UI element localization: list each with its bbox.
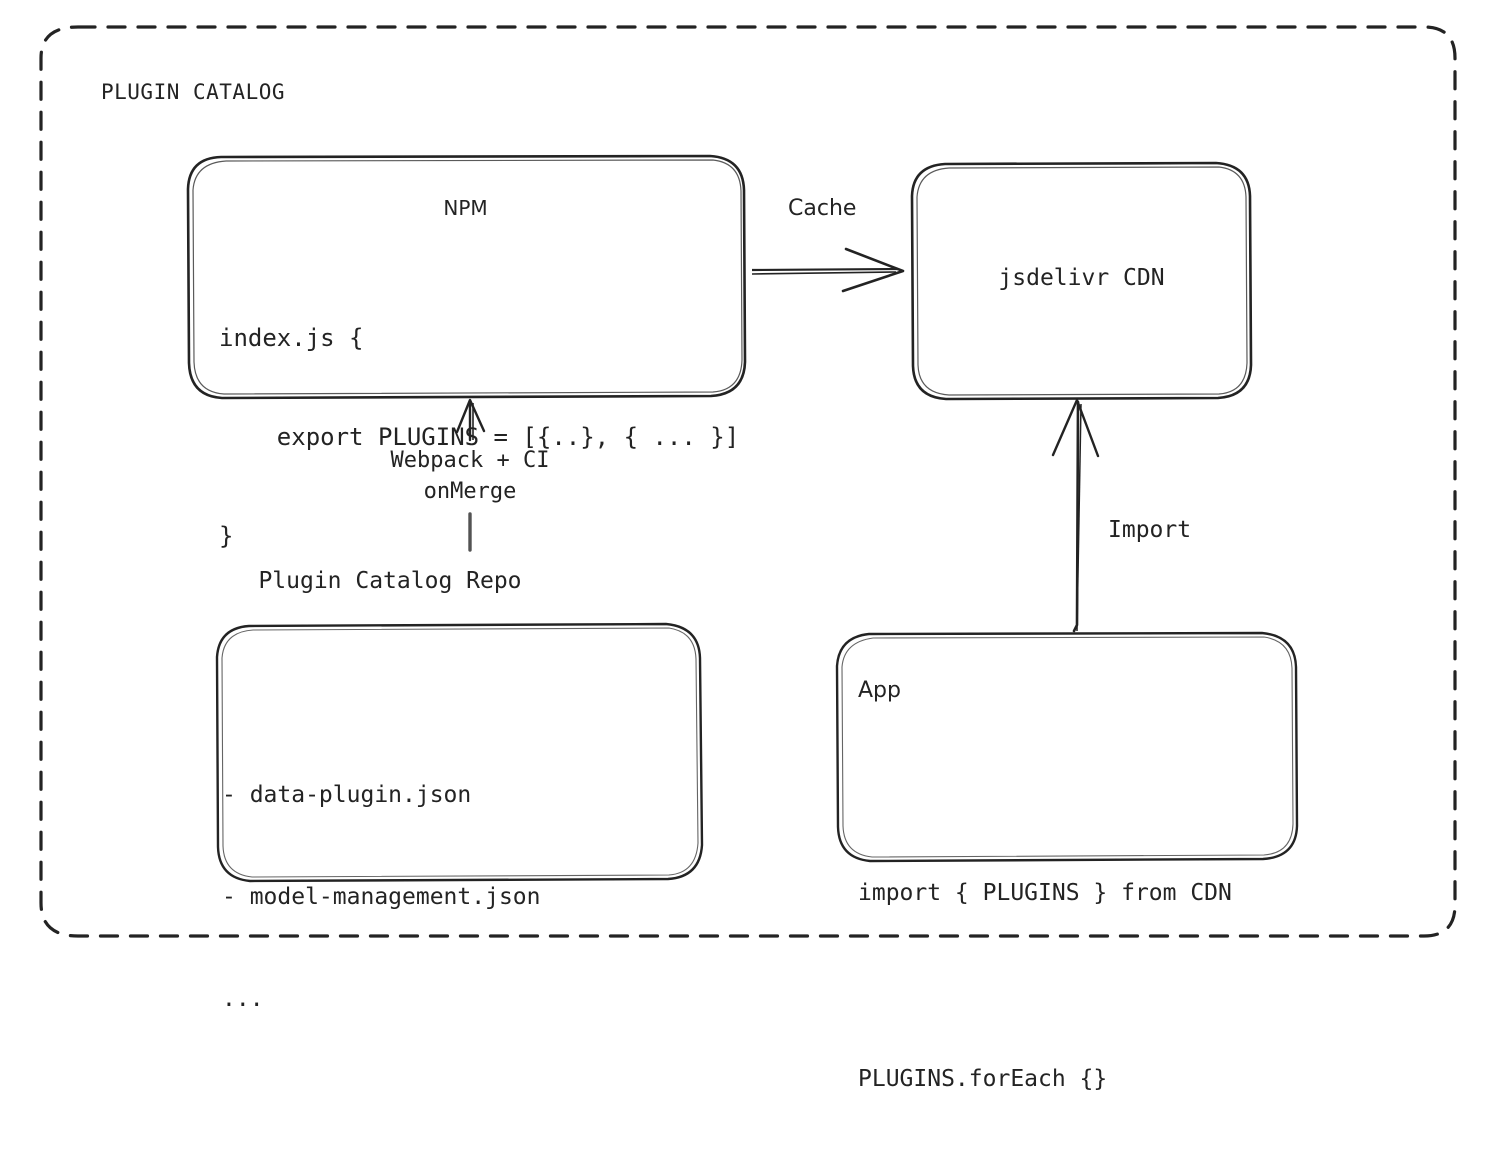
npm-node [186,154,747,400]
import-arrow [1051,398,1100,633]
app-code-line: import { PLUGINS } from CDN [858,880,1232,906]
app-node [835,631,1299,863]
cdn-node [910,161,1253,401]
app-code-line: PLUGINS.forEach {} [858,1066,1108,1092]
repo-node-caption: Plugin Catalog Repo [258,568,522,594]
page-title: PLUGIN CATALOG [101,80,286,104]
npm-node-title: NPM [443,196,488,220]
npm-code-line: index.js { [219,324,364,352]
app-node-title: App [858,678,901,703]
build-edge-label-line2: onMerge [423,479,517,504]
cache-arrow [751,247,905,293]
repo-node [215,622,704,883]
app-code-block: import { PLUGINS } from CDN PLUGINS.forE… [858,738,1232,1172]
cdn-node-title: jsdelivr CDN [998,265,1165,291]
build-arrow [455,398,486,552]
build-edge-label-line1: Webpack + CI [390,448,550,473]
repo-file-item: - data-plugin.json [222,782,472,808]
plugin-catalog-container [39,25,1457,938]
cache-edge-label: Cache [788,196,857,221]
npm-code-line: export PLUGINS = [{..}, { ... }] [219,423,740,451]
npm-code-line: } [219,522,234,550]
repo-file-item: - model-management.json [222,884,541,910]
repo-file-list: - data-plugin.json - model-management.js… [222,710,541,1050]
import-edge-label: Import [1108,517,1192,543]
npm-code-block: index.js { export PLUGINS = [{..}, { ...… [219,256,739,586]
diagram-canvas [39,25,1457,938]
repo-file-item: ... [222,986,264,1012]
